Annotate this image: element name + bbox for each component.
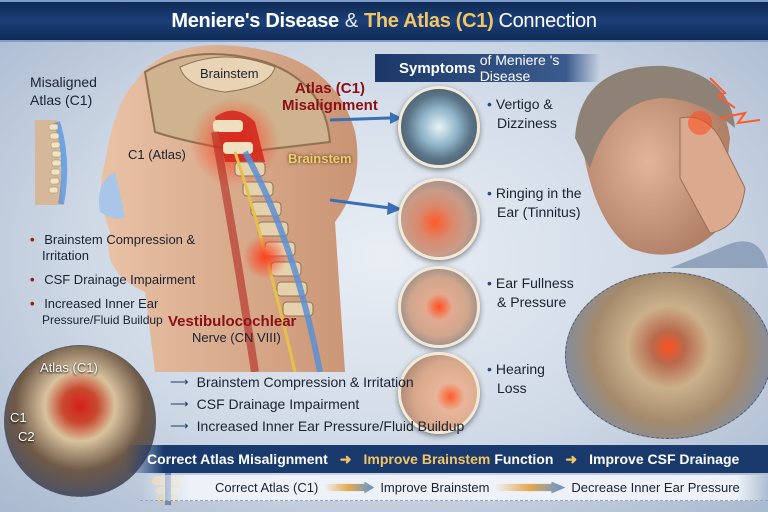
- man-ear-pain-photo: [570, 58, 768, 268]
- consequence-item: ⟶Increased Inner Ear Pressure/Fluid Buil…: [170, 418, 465, 434]
- inset-c1-label: C1: [10, 410, 27, 425]
- arrow-right-icon: ⟶: [170, 418, 189, 433]
- arrow-to-symptoms: [329, 110, 410, 225]
- symptoms-header: Symptoms of Meniere 's Disease: [375, 52, 600, 84]
- label-vestibulocochlear: Vestibulocochlear: [168, 313, 297, 330]
- head-cross-section-illustration: [95, 42, 385, 373]
- treatment-step-2: Improve Brainstem: [363, 451, 491, 467]
- arrow-right-icon: ➜: [339, 450, 352, 467]
- effect-item: CSF Drainage Impairment: [30, 272, 205, 288]
- label-c1-atlas: C1 (Atlas): [128, 147, 186, 162]
- chevron-arrow-icon: [495, 481, 566, 494]
- symptom-hearing-loss: •Hearing Loss: [487, 361, 545, 396]
- neck-spine-thumbnail: [35, 120, 85, 205]
- consequence-item: ⟶CSF Drainage Impairment: [170, 396, 360, 412]
- symptoms-header-rest: of Meniere 's Disease: [479, 52, 560, 84]
- ear-hearing-loss-icon: [398, 352, 480, 434]
- label-line: Atlas (C1): [294, 80, 365, 97]
- title-connection: Connection: [498, 9, 597, 32]
- ear-ringing-icon: [398, 178, 480, 260]
- label-atlas-misalignment: Atlas (C1) Misalignment: [282, 80, 378, 114]
- title-atlas: The Atlas (C1): [363, 9, 494, 32]
- outcome-flow-band: Correct Atlas (C1) Improve Brainstem Dec…: [140, 475, 768, 501]
- inset-atlas-label: Atlas (C1): [40, 360, 98, 375]
- label-brainstem-side: Brainstem: [288, 151, 352, 166]
- ear-pressure-icon: [398, 266, 480, 348]
- title-meniere: Meniere's Disease: [171, 9, 339, 32]
- arrow-right-icon: ➜: [565, 450, 578, 467]
- inset-c2-label: C2: [18, 429, 35, 444]
- treatment-flow-band: Correct Atlas Misalignment ➜ Improve Bra…: [125, 445, 768, 473]
- label-misaligned-atlas: Misaligned Atlas (C1): [30, 73, 97, 109]
- symptoms-header-bold: Symptoms: [399, 59, 476, 77]
- label-line: Atlas (C1): [30, 92, 93, 108]
- consequence-item: ⟶Brainstem Compression & Irritation: [170, 374, 414, 390]
- arrow-right-icon: ⟶: [170, 396, 189, 411]
- outcome-step-3: Decrease Inner Ear Pressure: [571, 480, 740, 495]
- treatment-step-3: Improve CSF Drainage: [589, 451, 740, 467]
- cervical-spine-inset-right: [565, 272, 768, 439]
- effects-list: Brainstem Compression &Irritation CSF Dr…: [30, 232, 205, 328]
- label-line: Misalignment: [282, 97, 378, 114]
- symptom-vertigo: •Vertigo & Dizziness: [487, 96, 557, 131]
- label-line: Misaligned: [30, 74, 97, 90]
- consequences-list: ⟶Brainstem Compression & Irritation ⟶CSF…: [170, 374, 464, 434]
- outcome-step-1: Correct Atlas (C1): [215, 480, 319, 495]
- symptom-ear-fullness: •Ear Fullness & Pressure: [487, 275, 574, 310]
- arrow-right-icon: ⟶: [170, 374, 189, 389]
- vortex-icon: [398, 86, 480, 168]
- label-brainstem-top: Brainstem: [200, 66, 259, 81]
- chevron-arrow-icon: [324, 481, 375, 494]
- effect-item: Brainstem Compression &Irritation: [30, 232, 205, 264]
- outcome-step-2: Improve Brainstem: [380, 480, 490, 495]
- treatment-step-1: Correct Atlas Misalignment: [147, 451, 328, 467]
- title-ampersand: &: [344, 9, 358, 32]
- label-nerve-cn8: Nerve (CN VIII): [192, 330, 281, 345]
- symptom-tinnitus: •Ringing in the Ear (Tinnitus): [487, 185, 582, 220]
- treatment-step-2-suffix: Function: [494, 451, 554, 467]
- title-bar: Meniere's Disease & The Atlas (C1) Conne…: [0, 0, 768, 42]
